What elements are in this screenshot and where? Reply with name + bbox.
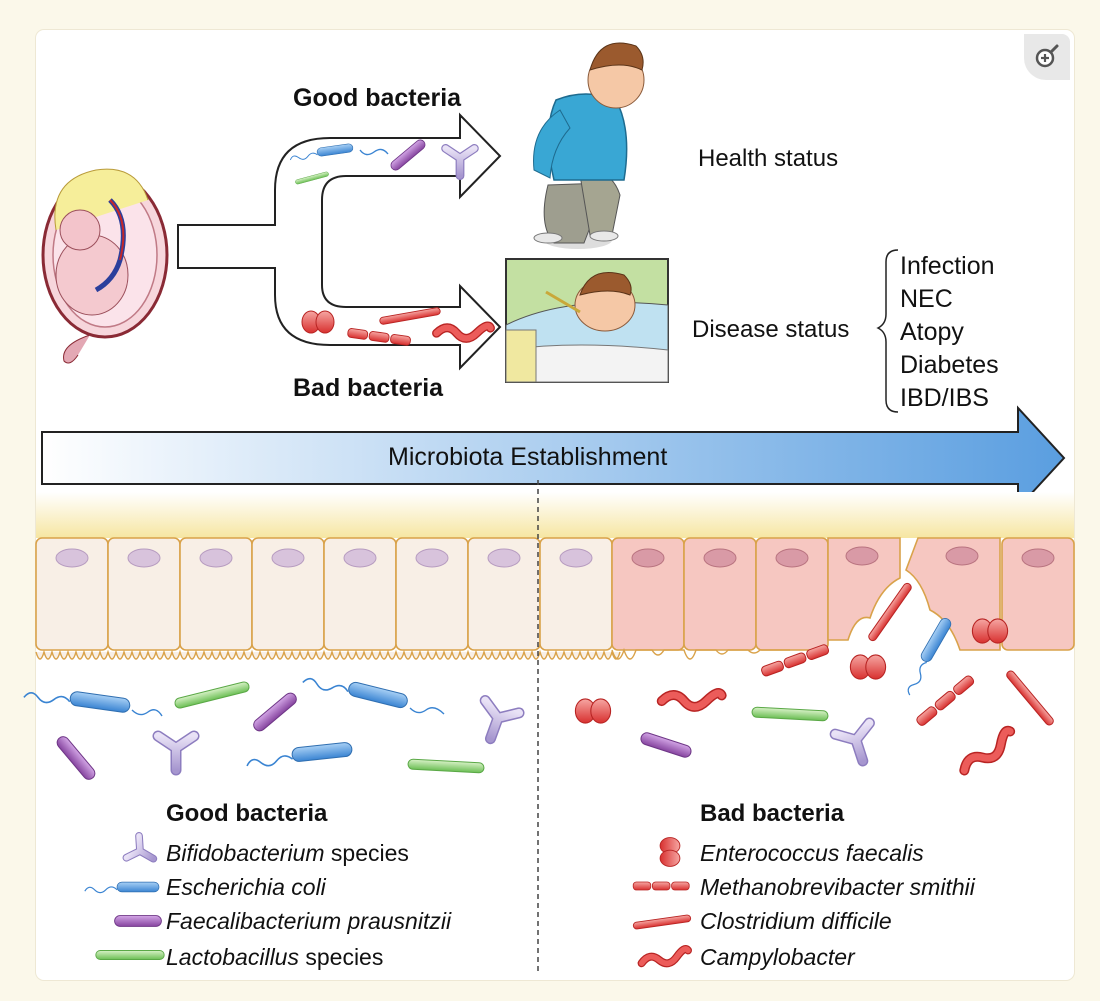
damaged-epithelium: [611, 537, 1075, 660]
legend-bad-item: Campylobacter: [700, 944, 855, 970]
disease-item: Infection: [900, 252, 995, 280]
zoom-button[interactable]: [1024, 34, 1070, 80]
bifidobacterium-icon: [126, 836, 159, 870]
healthy-epithelium: [35, 537, 621, 660]
disease-item: IBD/IBS: [900, 384, 989, 412]
legend-bad-item: Enterococcus faecalis: [700, 840, 924, 866]
healthy-child-illustration: [533, 42, 645, 249]
sick-child-illustration: [505, 258, 669, 383]
disease-item: NEC: [900, 285, 953, 313]
branching-arrow: [177, 112, 502, 371]
zoom-in-icon: [1035, 44, 1059, 68]
disease-status-label: Disease status: [692, 316, 850, 343]
health-status-label: Health status: [698, 145, 839, 172]
legend-bad-item: Clostridium difficile: [700, 908, 892, 934]
clostridium-icon: [632, 914, 692, 930]
legend-good-item: Bifidobacterium species: [166, 840, 409, 866]
disease-bracket: [876, 249, 899, 413]
lactobacillus-icon: [95, 950, 165, 960]
legend-good-item: Faecalibacterium prausnitzii: [166, 908, 452, 934]
top-bad-bacteria-label: Bad bacteria: [293, 374, 444, 402]
fetus-in-uterus-illustration: [41, 168, 169, 364]
faecalibacterium-icon: [114, 915, 162, 927]
legend-good-title: Good bacteria: [166, 800, 328, 827]
escherichia-coli-icon: [84, 881, 160, 894]
campylobacter-icon: [642, 949, 688, 963]
legend-bad-title: Bad bacteria: [700, 800, 845, 827]
mucus-layer: [36, 492, 1074, 538]
microbiota-timeline-arrow: [41, 405, 1066, 511]
enterococcus-icon: [659, 837, 681, 867]
methanobrevibacter-icon: [632, 881, 690, 891]
legend-good-item: Escherichia coli: [166, 874, 326, 900]
top-good-bacteria-label: Good bacteria: [293, 84, 462, 112]
good-lumen-bacteria: [22, 669, 519, 783]
disease-item: Diabetes: [900, 351, 999, 379]
disease-item: Atopy: [900, 318, 964, 346]
legend-good-item: Lactobacillus species: [166, 944, 384, 970]
timeline-label: Microbiota Establishment: [388, 443, 668, 471]
legend-bad-item: Methanobrevibacter smithii: [700, 874, 975, 900]
